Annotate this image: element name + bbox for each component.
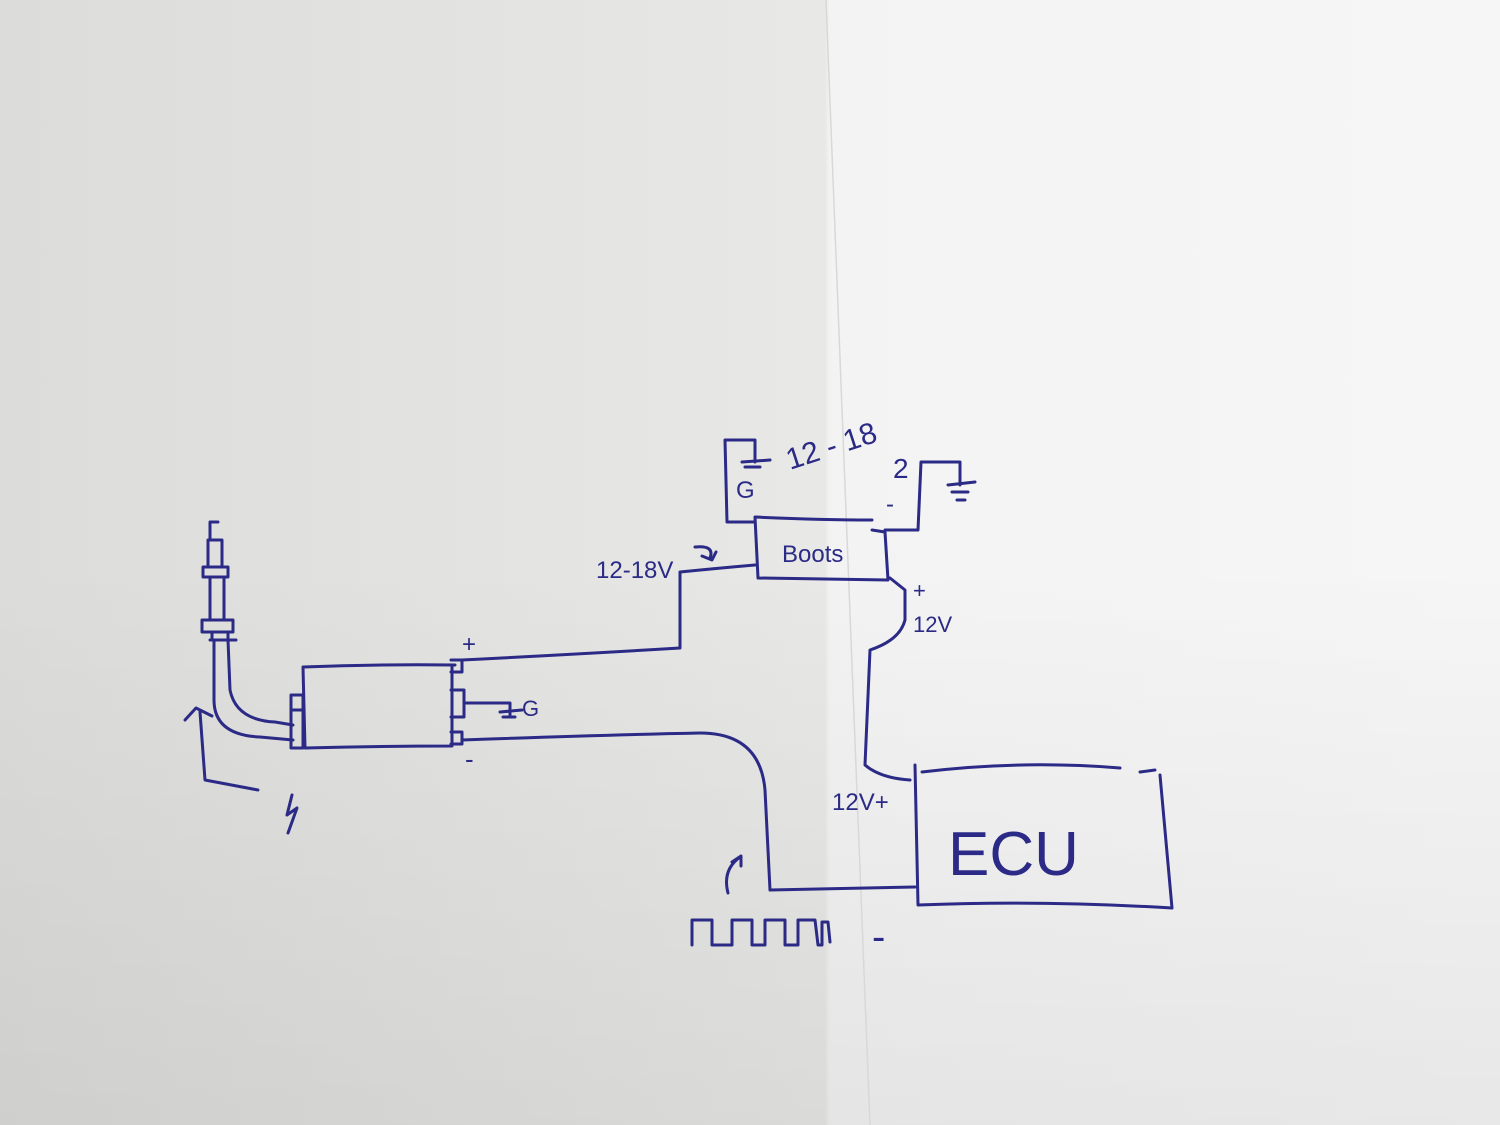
coil-ground-label: G	[522, 696, 539, 721]
wire-boost-to-coil-plus	[460, 563, 757, 662]
signal-arrow-icon	[725, 854, 743, 895]
boost-box	[753, 515, 890, 582]
boost-box-label: Boots	[782, 541, 843, 568]
hv-cable	[212, 638, 295, 742]
boost-top-right-label: 2	[893, 453, 909, 484]
boost-plus-label: +	[913, 578, 926, 603]
arrow-icon	[183, 706, 260, 792]
boost-output-label: 12V	[913, 612, 952, 637]
square-wave-icon	[690, 918, 832, 947]
input-arrow-icon	[693, 545, 718, 562]
wire-boost-to-ecu	[863, 576, 912, 782]
ecu-minus-label: -	[872, 915, 885, 959]
boost-minus-label: -	[886, 491, 894, 518]
boost-input-label: 12-18V	[596, 557, 673, 584]
boost-ground-right	[883, 460, 977, 532]
wire-coil-minus-to-ecu	[460, 731, 917, 892]
coil-plus-label: +	[462, 631, 476, 658]
coil-ground-icon	[462, 701, 524, 719]
boost-ground-left-label: G	[736, 477, 755, 504]
ecu-input-label: 12V+	[832, 789, 889, 816]
ecu-label: ECU	[948, 820, 1079, 889]
boost-ground-left	[723, 438, 772, 524]
paper-fold	[825, 0, 871, 1125]
spark-icon	[285, 793, 299, 835]
ecu-box	[913, 763, 1174, 910]
coil-minus-label: -	[465, 744, 474, 774]
spark-plug	[200, 520, 238, 642]
